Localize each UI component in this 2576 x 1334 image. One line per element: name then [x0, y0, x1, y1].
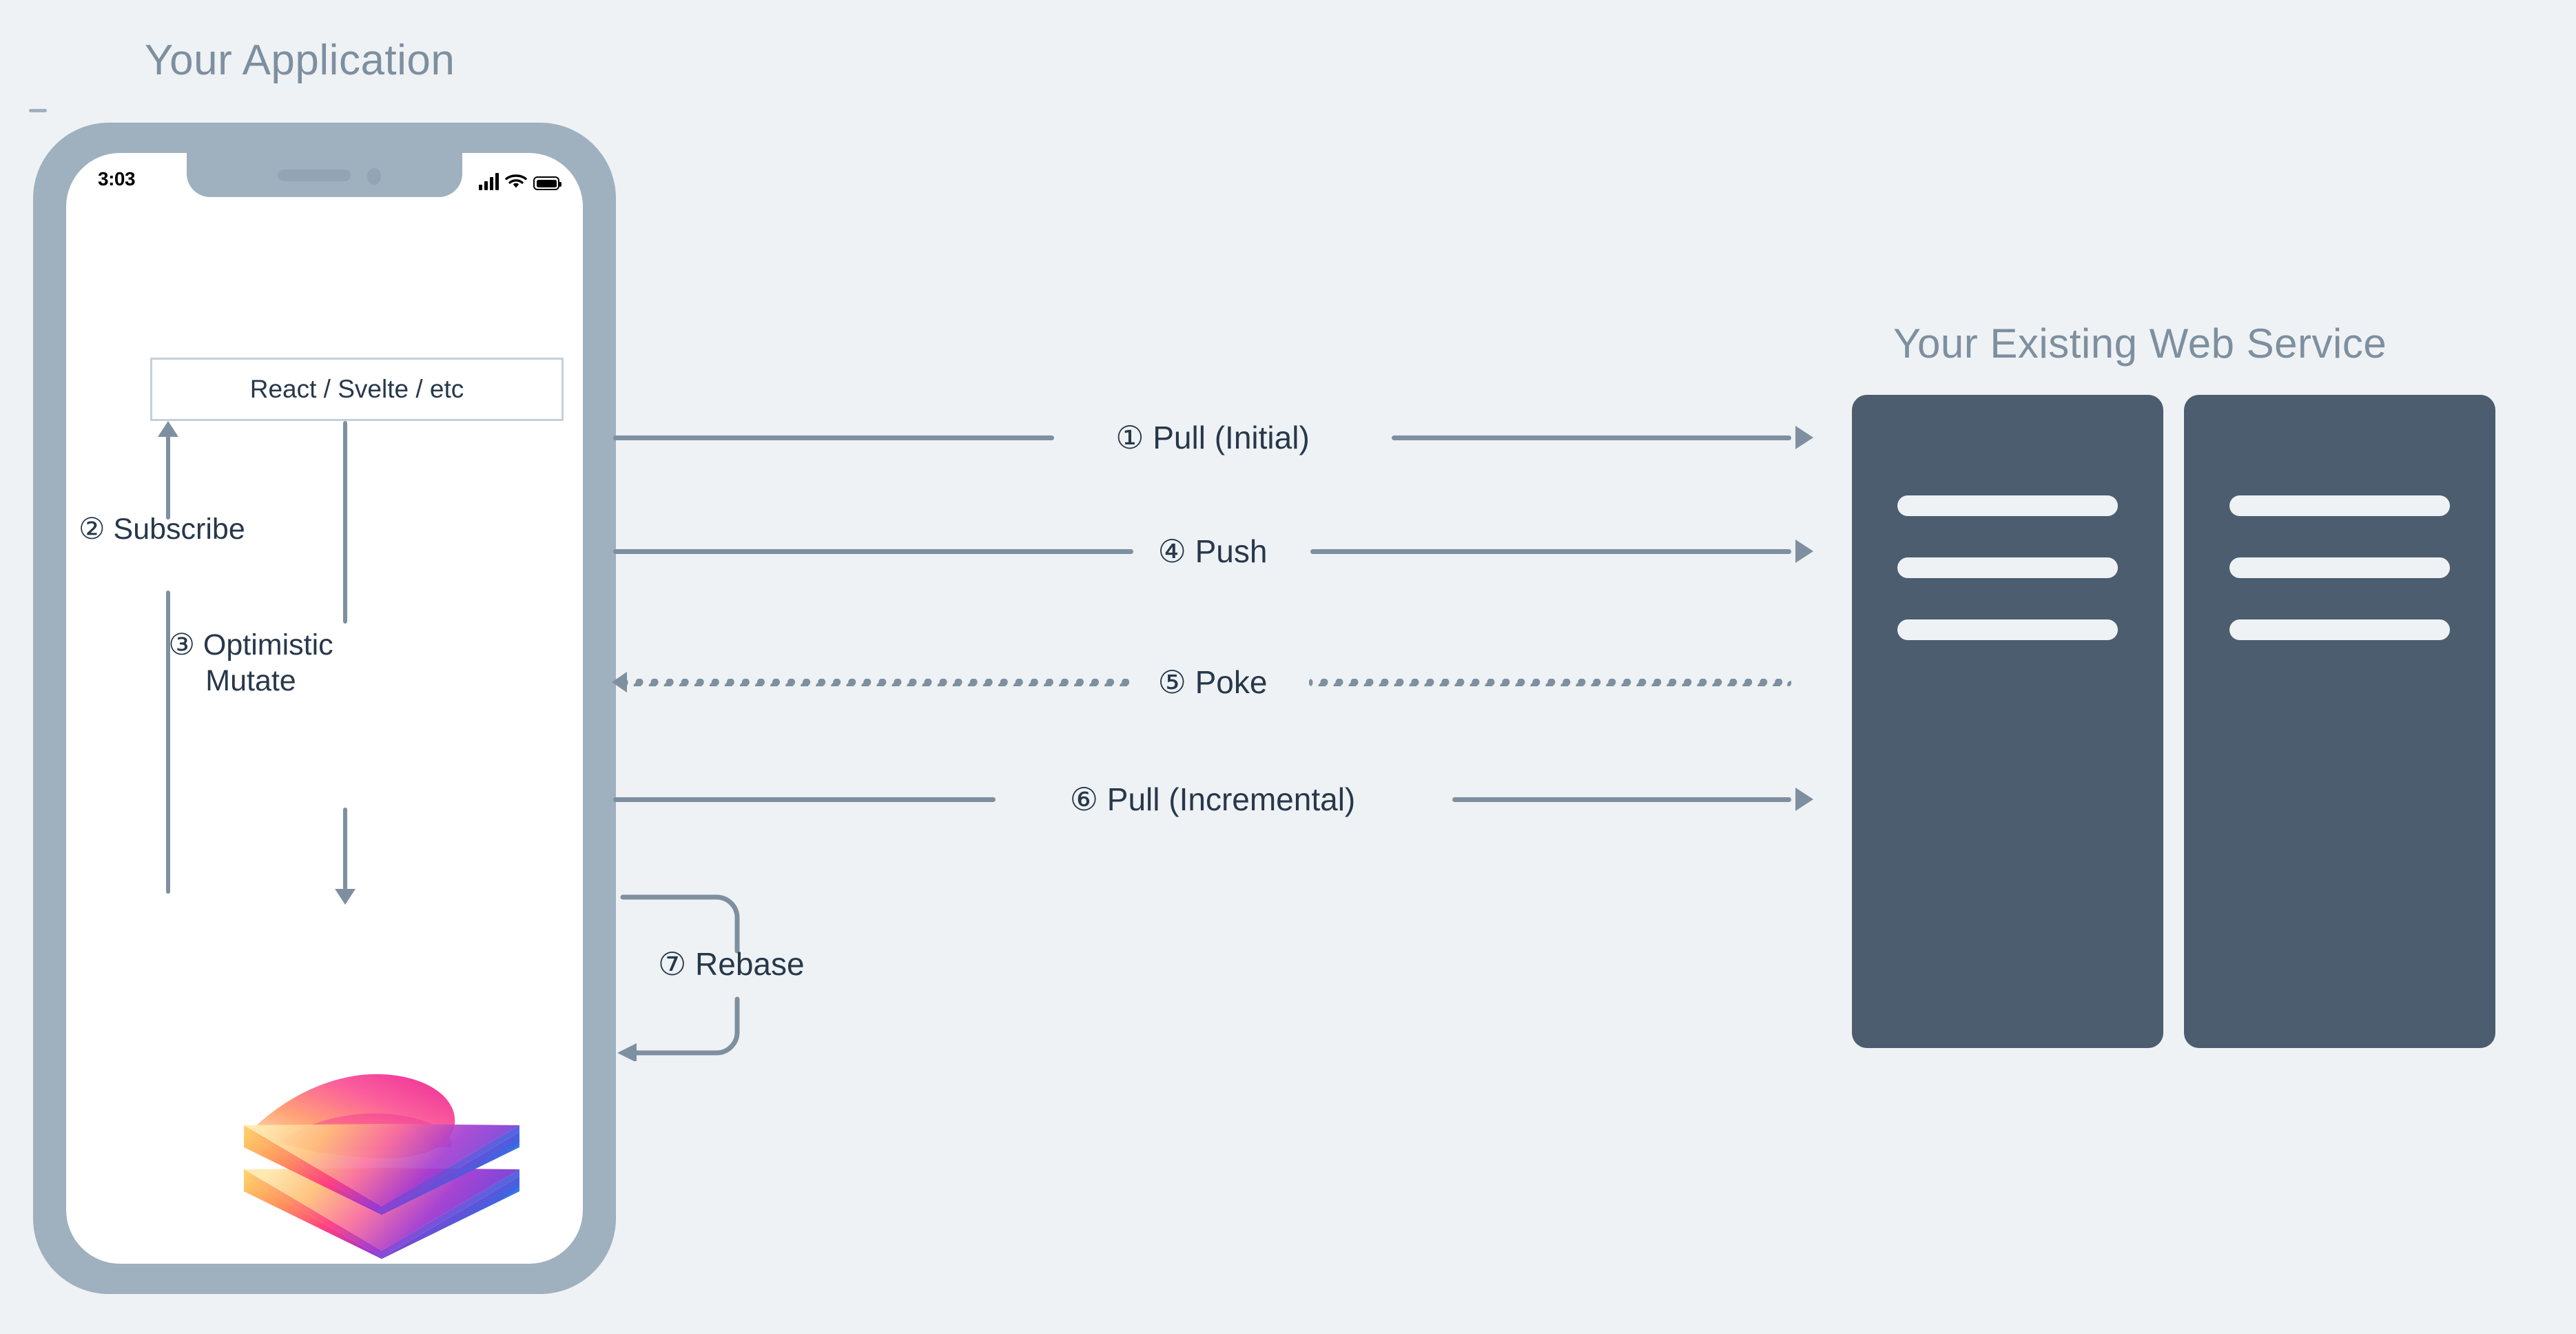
step-label-subscribe: ② Subscribe — [79, 511, 245, 547]
replicache-logo — [237, 1066, 526, 1259]
server-bar — [1897, 495, 2118, 516]
subscribe-arrow-shaft-lower — [166, 591, 170, 894]
subscribe-arrow-shaft-upper — [166, 435, 170, 520]
server-bar — [2229, 557, 2450, 578]
flow-label-poke: ⑤ Poke — [1152, 651, 1273, 713]
step-label-optimistic-mutate: ③ Optimistic Mutate — [147, 627, 354, 699]
wifi-icon — [505, 174, 527, 188]
server-bar — [1897, 619, 2118, 640]
status-bar-icons — [479, 167, 561, 190]
tick-mark-icon — [29, 109, 47, 112]
page-title-web-service: Your Existing Web Service — [1893, 320, 2387, 367]
step-number-2: ② — [79, 513, 105, 546]
arrow-head-left-icon — [612, 672, 627, 692]
flow-arrow-pull-incremental: ⑥ Pull (Incremental) — [613, 768, 1813, 830]
flow-arrow-pull-initial: ① Pull (Initial) — [613, 407, 1813, 469]
flow-line-left — [613, 549, 1133, 554]
cellular-signal-icon — [479, 173, 499, 190]
flow-arrow-poke: ⑤ Poke — [612, 651, 1812, 713]
step-number-3: ③ — [168, 628, 195, 661]
flow-line-right-dashed — [1309, 679, 1791, 686]
flow-label-push: ④ Push — [1152, 520, 1273, 582]
flow-label-rebase: ⑦ Rebase — [658, 946, 805, 982]
arrow-head-right-icon — [1795, 788, 1813, 811]
flow-line-right — [1310, 549, 1791, 554]
subscribe-arrow-head-icon — [158, 421, 178, 437]
flow-line-left-dashed — [624, 679, 1131, 686]
server-rack-1 — [1852, 395, 2163, 1048]
server-group — [1852, 395, 2495, 1048]
phone-device-frame: 3:03 React / Svelte / etc — [33, 123, 616, 1294]
step-text-optimistic: Optimistic — [203, 628, 333, 661]
framework-box-label: React / Svelte / etc — [249, 375, 464, 403]
flow-line-right — [1392, 435, 1791, 440]
flow-line-right — [1452, 797, 1791, 802]
phone-notch — [187, 153, 462, 197]
step-text-subscribe: Subscribe — [113, 513, 245, 546]
arrow-head-right-icon — [1795, 426, 1813, 449]
server-bar — [2229, 495, 2450, 516]
step-text-mutate: Mutate — [205, 664, 296, 698]
server-bar — [2229, 619, 2450, 640]
flow-label-pull-initial: ① Pull (Initial) — [1110, 407, 1315, 469]
rebase-loop-icon — [617, 894, 740, 1063]
replicache-layers-icon — [244, 1074, 519, 1259]
flow-line-left — [613, 435, 1054, 440]
status-bar-time: 3:03 — [98, 168, 136, 189]
flow-arrow-rebase — [613, 889, 792, 1063]
flow-label-pull-incremental: ⑥ Pull (Incremental) — [1064, 768, 1361, 830]
speaker-grille-icon — [278, 170, 351, 181]
battery-icon — [533, 176, 561, 190]
page-title-your-application: Your Application — [145, 37, 455, 84]
phone-screen: 3:03 React / Svelte / etc — [66, 153, 583, 1264]
mutate-arrow-head-icon — [335, 889, 356, 905]
flow-arrow-push: ④ Push — [613, 520, 1813, 582]
flow-line-left — [613, 797, 996, 802]
server-bar — [1897, 557, 2118, 578]
server-rack-2 — [2184, 395, 2495, 1048]
mutate-arrow-shaft-upper — [343, 421, 347, 624]
framework-box: React / Svelte / etc — [150, 358, 564, 421]
arrow-head-right-icon — [1795, 540, 1813, 563]
front-camera-icon — [367, 168, 381, 185]
mutate-arrow-shaft-lower — [343, 808, 347, 890]
